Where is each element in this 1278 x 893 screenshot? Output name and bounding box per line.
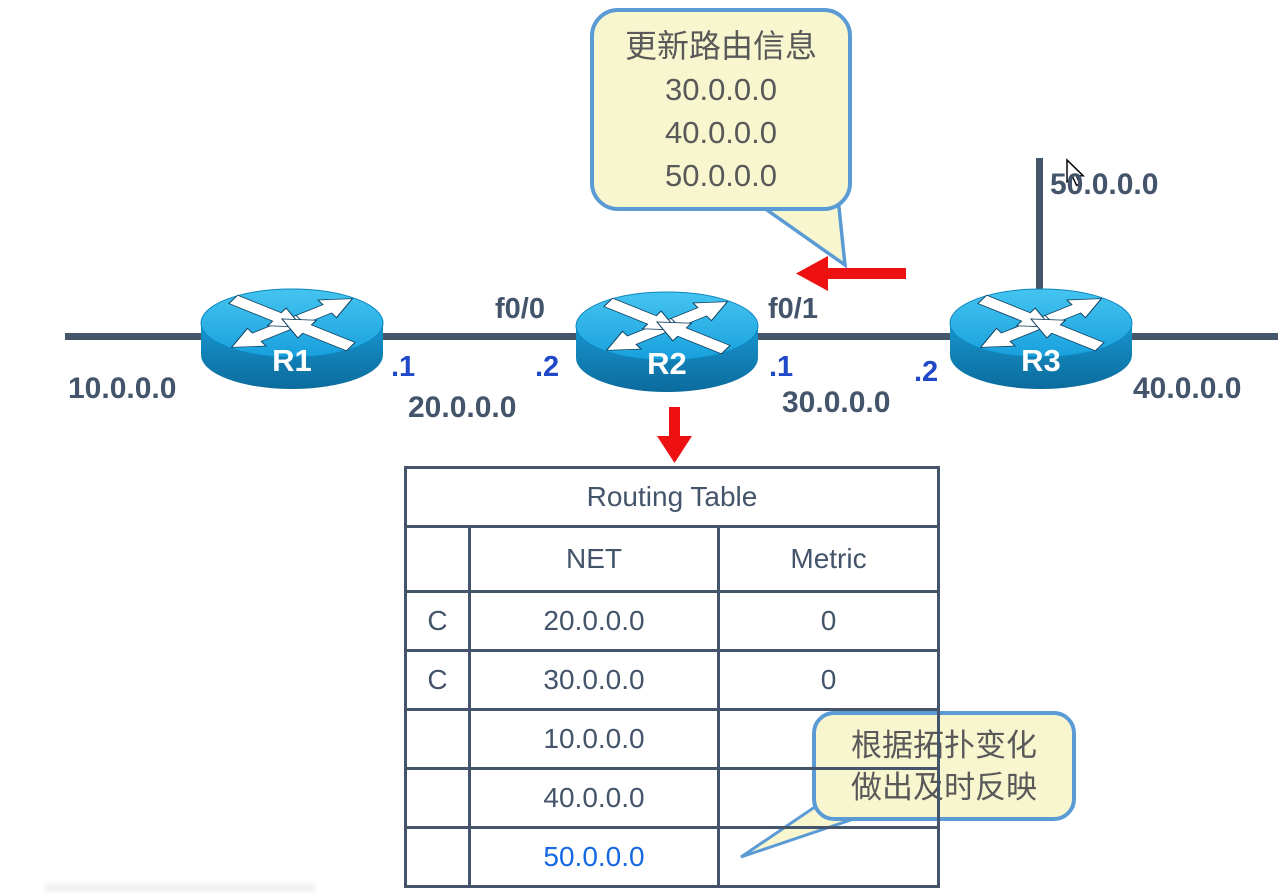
col-type-header [404,525,471,593]
table-row: 50.0.0.0 [404,826,940,888]
network-label-10: 10.0.0.0 [68,372,177,405]
interface-label-f0-1: f0/1 [768,293,818,325]
router-icon [949,288,1133,389]
red-arrow-down-icon [657,407,692,463]
network-label-30: 30.0.0.0 [782,386,891,419]
stub-network-line [1036,158,1043,308]
cell-type [404,708,471,770]
router-r1: R1 [197,283,387,395]
red-arrow-left-icon [796,256,906,291]
cell-net: 20.0.0.0 [468,590,720,652]
cell-metric [717,708,940,770]
watermark-smudge [45,883,315,893]
routing-table-title-row: Routing Table [404,466,940,528]
col-metric-header: Metric [717,525,940,593]
callout-update-item: 50.0.0.0 [664,158,778,193]
router-label: R2 [647,346,687,381]
cell-net: 10.0.0.0 [468,708,720,770]
network-label-50: 50.0.0.0 [1050,168,1159,201]
col-net-header: NET [468,525,720,593]
cell-net-highlighted: 50.0.0.0 [468,826,720,888]
table-row: 10.0.0.0 [404,708,940,770]
interface-addr-r3-left: .2 [914,356,939,388]
callout-routing-update: 更新路由信息 30.0.0.0 40.0.0.0 50.0.0.0 [590,8,852,211]
router-icon [575,291,759,392]
cell-type: C [404,649,471,711]
router-label: R1 [272,343,312,378]
network-label-40: 40.0.0.0 [1133,372,1242,405]
interface-label-f0-0: f0/0 [495,293,545,325]
callout-update-item: 40.0.0.0 [664,115,778,150]
cell-net: 40.0.0.0 [468,767,720,829]
interface-addr-r2-right: .1 [769,351,794,383]
table-row: C 30.0.0.0 0 [404,649,940,711]
cell-type [404,826,471,888]
cell-type: C [404,590,471,652]
router-icon [200,288,384,389]
router-label: R3 [1021,343,1061,378]
routing-table: Routing Table NET Metric C 20.0.0.0 0 C … [404,466,940,888]
router-r3: R3 [946,283,1136,395]
cell-metric [717,826,940,888]
routing-table-title: Routing Table [404,466,940,528]
callout-update-item: 30.0.0.0 [664,72,778,107]
cell-metric: 0 [717,649,940,711]
network-label-20: 20.0.0.0 [408,391,517,424]
router-r2: R2 [572,286,762,398]
callout-update-title: 更新路由信息 [624,28,817,64]
table-row: C 20.0.0.0 0 [404,590,940,652]
routing-table-header-row: NET Metric [404,525,940,593]
cell-metric [717,767,940,829]
cell-net: 30.0.0.0 [468,649,720,711]
interface-addr-r2-left: .2 [535,351,560,383]
cell-type [404,767,471,829]
mouse-cursor-icon [1066,158,1086,187]
interface-addr-r1-right: .1 [391,351,416,383]
cell-metric: 0 [717,590,940,652]
table-row: 40.0.0.0 [404,767,940,829]
